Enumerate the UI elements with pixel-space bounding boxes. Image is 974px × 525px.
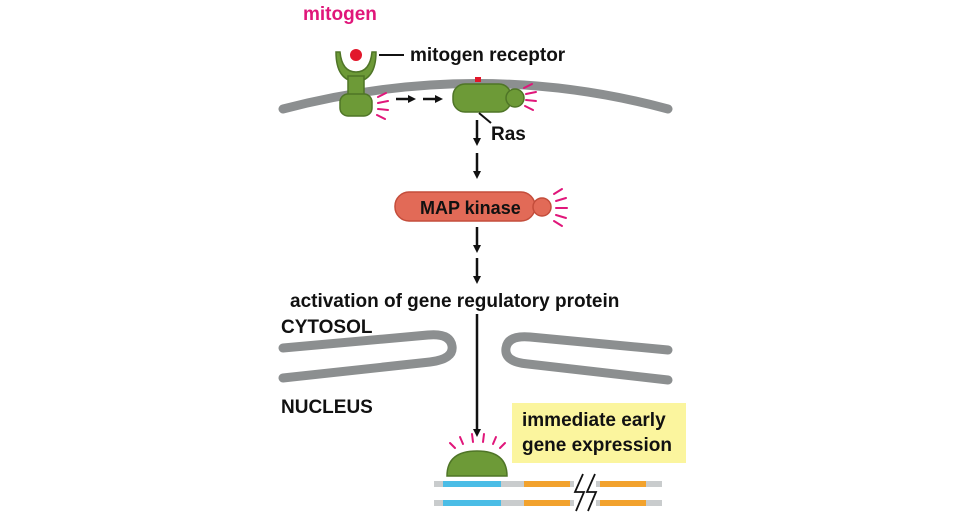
receptor-activity-rays (376, 92, 389, 120)
gene-regulatory-protein (446, 450, 508, 477)
ras-activity-rays (523, 83, 537, 111)
activation-label: activation of gene regulatory protein (290, 291, 619, 312)
mitogen-receptor (335, 51, 377, 117)
ras-protein (452, 77, 525, 113)
mitogen-ligand (348, 47, 364, 63)
dna-break-mark-right (585, 473, 598, 512)
nucleus-label: NUCLEUS (281, 397, 373, 418)
map-kinase-label: MAP kinase (420, 198, 521, 218)
expression-callout (512, 403, 686, 463)
mitogen-label: mitogen (303, 4, 377, 25)
expression-line-2: gene expression (522, 435, 672, 456)
nuclear-envelope-right (501, 332, 673, 385)
nuclear-envelope-left (278, 330, 457, 383)
mitogen-receptor-label: mitogen receptor (410, 45, 566, 66)
ras-label: Ras (491, 124, 526, 145)
map-kinase-protein (394, 191, 552, 222)
ras-leader-line (478, 112, 492, 124)
gene-regulatory-protein-rays (449, 433, 506, 449)
dna-strand (434, 473, 662, 512)
expression-line-1: immediate early (522, 410, 666, 431)
cytosol-label: CYTOSOL (281, 317, 373, 338)
kinase-activity-rays (553, 188, 568, 227)
dna-break-mark-left (573, 473, 586, 512)
